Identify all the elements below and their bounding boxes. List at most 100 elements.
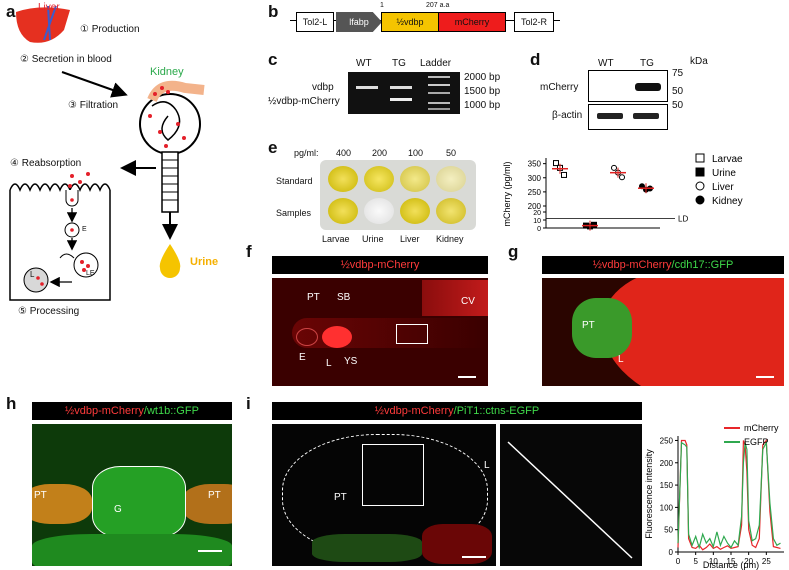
i-xtick-label: 5 — [693, 557, 698, 566]
e-point — [561, 171, 567, 178]
e-legend-marker — [695, 167, 705, 177]
f-pt: PT — [307, 292, 320, 303]
f-title: ½vdbp-mCherry — [272, 256, 488, 274]
step-production: ① Production — [80, 24, 140, 35]
h-pt-right: PT — [208, 490, 221, 501]
mcherry-blot — [588, 70, 668, 102]
g-pt: PT — [582, 320, 595, 331]
e-legend-label: Liver — [712, 182, 734, 193]
e-ld-label: LD — [678, 214, 688, 223]
i-scale-bar — [462, 556, 486, 558]
panel-c-label: c — [268, 50, 278, 69]
half-vdbp-box: ½vdbp — [381, 12, 439, 32]
vesicle-le-label: LE — [86, 270, 95, 277]
aa-start: 1 — [380, 2, 384, 9]
urine-drop — [159, 244, 181, 278]
lane-wt: WT — [356, 58, 372, 69]
i-ytick-label: 150 — [660, 481, 674, 490]
marker-75: 75 — [672, 68, 684, 79]
i-ytick-label: 100 — [660, 503, 674, 512]
step-reabsorption: ④ Reabsorption — [10, 158, 82, 169]
g-title-red: ½vdbp-mCherry — [592, 259, 672, 271]
g-title-green: /cdh17::GFP — [671, 259, 734, 271]
col-urine: Urine — [362, 234, 384, 244]
elisa-plate — [320, 160, 476, 230]
i-ytick-label: 50 — [664, 526, 673, 535]
step-filtration: ③ Filtration — [68, 100, 119, 111]
i-ytick-label: 250 — [660, 436, 674, 445]
g-image — [542, 278, 784, 386]
f-image — [272, 278, 488, 386]
conc-50: 50 — [446, 148, 457, 158]
row-mcherry: mCherry — [540, 82, 579, 93]
i-series-egfp — [677, 440, 781, 550]
vesicle-e-label: E — [82, 226, 87, 233]
i-xtick-label: 0 — [676, 557, 681, 566]
e-ytick-label: 10 — [533, 218, 541, 225]
marker-50a: 50 — [672, 86, 684, 97]
e-legend-label: Larvae — [712, 154, 743, 165]
e-ytick-label: 20 — [533, 210, 541, 217]
conc-200: 200 — [372, 148, 388, 158]
i-l: L — [484, 460, 490, 471]
i-ylabel: Fluorescence intensity — [644, 449, 654, 539]
liver-shape — [16, 7, 70, 43]
gel-image — [348, 72, 460, 114]
f-sb: SB — [337, 292, 351, 303]
e-legend-marker — [695, 181, 705, 191]
e-ytick-label: 350 — [528, 160, 542, 169]
f-scale-bar — [458, 376, 476, 378]
f-ys: YS — [344, 356, 358, 367]
d-lane-wt: WT — [598, 58, 614, 69]
e-legend-marker — [695, 195, 705, 205]
f-l: L — [326, 358, 332, 369]
h-title-red: ½vdbp-mCherry — [65, 405, 144, 417]
e-legend-label: Urine — [712, 168, 736, 179]
panel-h-label: h — [6, 394, 17, 413]
f-cv: CV — [461, 296, 475, 307]
row-standard: Standard — [276, 176, 313, 186]
step-secretion: ② Secretion in blood — [20, 54, 112, 65]
h-scale-bar — [198, 550, 222, 552]
col-larvae: Larvae — [322, 234, 350, 244]
f-e: E — [299, 352, 306, 363]
lane-tg: TG — [392, 58, 406, 69]
i-legend-label: mCherry — [744, 423, 779, 433]
pgml-header: pg/ml: — [294, 148, 319, 158]
h-pt-left: PT — [34, 490, 47, 501]
i-series-mcherry — [677, 438, 781, 551]
panel-a-label: a — [6, 2, 16, 21]
e-point — [553, 160, 559, 167]
marker-50b: 50 — [672, 100, 684, 111]
lfabp-promoter: lfabp — [336, 12, 382, 32]
ladder-2000: 2000 bp — [464, 72, 501, 83]
i-xtick-label: 20 — [744, 557, 753, 566]
i-pt: PT — [334, 492, 347, 503]
h-title-green: /wt1b::GFP — [143, 405, 199, 417]
i-legend-label: EGFP — [744, 437, 769, 447]
e-legend-label: Kidney — [712, 196, 743, 207]
i-image-left — [272, 424, 496, 566]
i-xtick-label: 10 — [709, 557, 718, 566]
i-xtick-label: 25 — [762, 557, 771, 566]
band-vdbp: vdbp — [312, 82, 334, 93]
g-scale-bar — [756, 376, 774, 378]
conc-400: 400 — [336, 148, 352, 158]
h-image — [32, 424, 232, 566]
i-image-zoom — [500, 424, 642, 566]
panel-g-label: g — [508, 242, 519, 261]
panel-a-diagram — [9, 5, 205, 301]
glomerulus — [139, 93, 201, 155]
e-ytick-label: 300 — [528, 174, 542, 183]
h-g: G — [114, 504, 122, 515]
panel-b-label: b — [268, 2, 279, 21]
i-xtick-label: 15 — [727, 557, 736, 566]
panel-d-label: d — [530, 50, 541, 69]
row-actin: β-actin — [552, 110, 583, 121]
e-point — [619, 174, 625, 181]
mcherry-box: mCherry — [438, 12, 506, 32]
e-ytick-label: 0 — [537, 226, 541, 233]
ladder-1500: 1500 bp — [464, 86, 501, 97]
panel-i-label: i — [246, 394, 251, 413]
